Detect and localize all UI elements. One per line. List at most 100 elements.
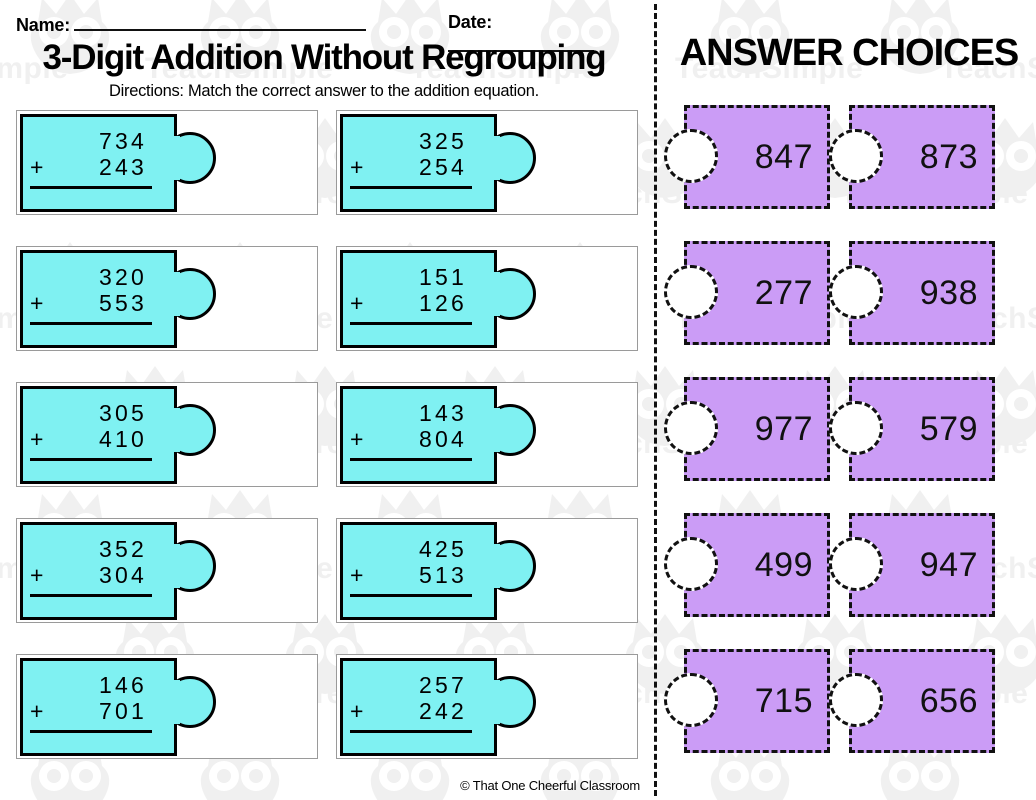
equation-slot[interactable]: 325+254 (336, 110, 638, 215)
panel-divider (654, 4, 657, 796)
answer-row: 977 579 (664, 377, 1018, 481)
answer-notch (664, 401, 718, 455)
equation-row: 305+410 143+804 (16, 382, 644, 487)
answer-value: 977 (754, 410, 813, 448)
equation-sum-rule (30, 186, 152, 189)
equation-sum-rule (350, 322, 472, 325)
answer-notch (664, 537, 718, 591)
equation-addend-2: 243 (99, 154, 147, 180)
answer-notch (664, 673, 718, 727)
equation-slot[interactable]: 151+126 (336, 246, 638, 351)
equation-sum-rule (350, 730, 472, 733)
equation-addend-2: 553 (99, 290, 147, 316)
directions-text: Directions: Match the correct answer to … (109, 82, 539, 100)
equation-slot[interactable]: 425 +513 (336, 518, 638, 623)
equation-row: 734 +243 325+254 (16, 110, 644, 215)
answer-notch (829, 401, 883, 455)
addition-equation: 352+304 (20, 522, 177, 620)
plus-operator: + (350, 562, 364, 588)
equation-puzzle-piece[interactable]: 257+242 (340, 658, 536, 756)
answer-value: 499 (754, 546, 813, 584)
puzzle-knob-seam (168, 544, 180, 588)
addition-equation: 151+126 (340, 250, 497, 348)
answer-value: 579 (919, 410, 978, 448)
equation-addend-1: 425 (419, 536, 467, 562)
name-field[interactable]: Name: (16, 12, 367, 36)
date-field[interactable]: Date: (448, 12, 640, 57)
equation-puzzle-piece[interactable]: 325+254 (340, 114, 536, 212)
answer-puzzle-piece[interactable]: 873 (829, 105, 995, 209)
equation-row: 352+304 425 +513 (16, 518, 644, 623)
answer-row: 715 656 (664, 649, 1018, 753)
answer-puzzle-piece[interactable]: 947 (829, 513, 995, 617)
equation-addend-2: 513 (419, 562, 467, 588)
answer-notch (664, 129, 718, 183)
puzzle-knob-seam (168, 272, 180, 316)
equation-addend-2: 126 (419, 290, 467, 316)
answer-puzzle-piece[interactable]: 277 (664, 241, 830, 345)
plus-operator: + (30, 154, 44, 180)
answer-puzzle-piece[interactable]: 579 (829, 377, 995, 481)
answer-value: 656 (919, 682, 978, 720)
equation-slot[interactable]: 305+410 (16, 382, 318, 487)
answer-puzzle-piece[interactable]: 977 (664, 377, 830, 481)
equation-puzzle-piece[interactable]: 425 +513 (340, 522, 536, 620)
equation-addend-2: 304 (99, 562, 147, 588)
equation-addend-1: 146 (99, 672, 147, 698)
answer-puzzle-piece[interactable]: 938 (829, 241, 995, 345)
answer-value: 277 (754, 274, 813, 312)
addition-equation: 325+254 (340, 114, 497, 212)
equation-addend-1: 734 (99, 128, 147, 154)
equation-slot[interactable]: 143+804 (336, 382, 638, 487)
addition-equation: 305+410 (20, 386, 177, 484)
equation-puzzle-piece[interactable]: 734 +243 (20, 114, 216, 212)
equation-puzzle-piece[interactable]: 305+410 (20, 386, 216, 484)
equation-sum-rule (30, 322, 152, 325)
answer-notch (829, 673, 883, 727)
answer-notch (829, 129, 883, 183)
equation-puzzle-piece[interactable]: 151+126 (340, 250, 536, 348)
addition-equation: 425 +513 (340, 522, 497, 620)
equation-addend-2: 701 (99, 698, 147, 724)
equation-puzzle-piece[interactable]: 146 +701 (20, 658, 216, 756)
answer-row: 277 938 (664, 241, 1018, 345)
plus-operator: + (30, 698, 44, 724)
equation-sum-rule (350, 594, 472, 597)
equation-row: 146 +701 257+242 (16, 654, 644, 759)
equation-addend-1: 320 (99, 264, 147, 290)
answer-puzzle-piece[interactable]: 847 (664, 105, 830, 209)
equation-addend-2: 242 (419, 698, 467, 724)
equation-puzzle-piece[interactable]: 143+804 (340, 386, 536, 484)
name-blank-line[interactable] (74, 12, 367, 31)
equation-addend-2: 804 (419, 426, 467, 452)
equation-sum-rule (30, 594, 152, 597)
equation-sum-rule (350, 186, 472, 189)
addition-equation: 734 +243 (20, 114, 177, 212)
answer-notch (829, 265, 883, 319)
equation-sum-rule (30, 458, 152, 461)
equation-slot[interactable]: 352+304 (16, 518, 318, 623)
equation-slot[interactable]: 257+242 (336, 654, 638, 759)
answer-notch (664, 265, 718, 319)
answer-row: 499 947 (664, 513, 1018, 617)
answer-puzzle-piece[interactable]: 656 (829, 649, 995, 753)
answer-puzzle-piece[interactable]: 715 (664, 649, 830, 753)
equation-slot[interactable]: 734 +243 (16, 110, 318, 215)
equation-puzzle-piece[interactable]: 320+553 (20, 250, 216, 348)
equation-addend-1: 143 (419, 400, 467, 426)
equation-addend-2: 410 (99, 426, 147, 452)
answer-value: 715 (754, 682, 813, 720)
plus-operator: + (350, 698, 364, 724)
answer-value: 947 (919, 546, 978, 584)
equation-puzzle-piece[interactable]: 352+304 (20, 522, 216, 620)
plus-operator: + (350, 290, 364, 316)
answer-puzzle-piece[interactable]: 499 (664, 513, 830, 617)
equation-sum-rule (30, 730, 152, 733)
equation-addend-1: 305 (99, 400, 147, 426)
equation-slot[interactable]: 146 +701 (16, 654, 318, 759)
equation-slot[interactable]: 320+553 (16, 246, 318, 351)
date-blank-line[interactable] (448, 33, 594, 52)
answer-notch (829, 537, 883, 591)
